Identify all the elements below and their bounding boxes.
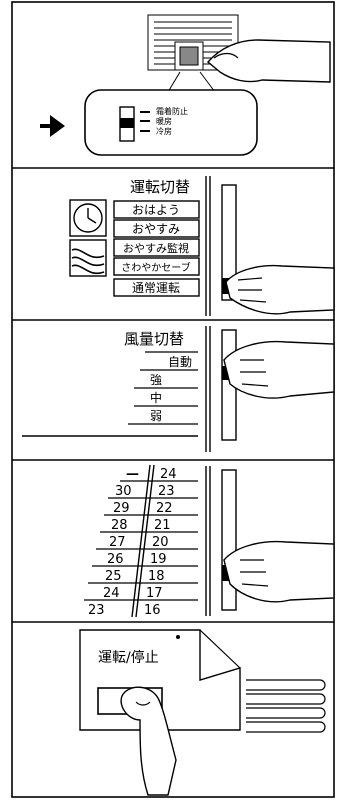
fan-item-auto: 自動: [168, 355, 192, 369]
temp-right-3: 21: [154, 518, 171, 533]
panel-frame: [11, 1, 335, 798]
mode-button-sawayaka: [113, 257, 200, 276]
fan-item-weak: 弱: [150, 409, 162, 423]
temp-left-8: 23: [88, 603, 105, 618]
temp-right-2: 22: [156, 501, 173, 516]
panel3-title: 風量切替: [124, 330, 184, 348]
mode-button-tsujou: [113, 278, 200, 297]
temp-right-1: 23: [158, 484, 175, 499]
arrow-right-icon: [40, 115, 65, 137]
temp-right-7: 17: [146, 586, 163, 601]
mode-button-oyasumi-label: おやすみ: [132, 222, 180, 236]
mode-button-list: おはよう おやすみ おやすみ監視 さわやかセーブ 通常運転: [113, 200, 200, 297]
temp-right-0: 24: [160, 467, 177, 482]
temp-left-4: 27: [109, 535, 126, 550]
temp-right-6: 18: [148, 569, 165, 584]
slider-track: [221, 469, 237, 611]
mode-button-tsujou-label: 通常運転: [132, 281, 180, 295]
fan-item-medium: 中: [150, 390, 162, 405]
hand-illustration: [223, 340, 335, 399]
hand-illustration: [225, 264, 335, 315]
temp-left-3: 28: [111, 518, 128, 533]
temp-left-5: 26: [107, 552, 124, 567]
panel-1-unit-switch: 霜着防止 暖房 冷房: [40, 14, 331, 156]
label-frost: 霜着防止: [156, 106, 188, 116]
panel-2-mode-select: 運転切替 おはよう おやすみ おやすみ監視 さわやかセーブ 通常運転: [69, 176, 335, 316]
temp-left-1: 30: [115, 484, 132, 499]
hand-illustration: [223, 540, 335, 603]
temp-left-7: 24: [103, 586, 120, 601]
temp-right-8: 16: [144, 603, 161, 618]
temp-left-0: —: [126, 467, 139, 482]
mode-button-sawayaka-label: さわやかセーブ: [121, 261, 190, 274]
temp-left-2: 29: [113, 501, 130, 516]
temp-right-5: 19: [150, 552, 167, 567]
finger-illustration: [120, 686, 177, 796]
hand-illustration: [207, 39, 331, 83]
slider-track: [221, 184, 237, 301]
mode-button-oyasumi-kanshi-label: おやすみ監視: [123, 241, 189, 255]
power-button-label: 運転/停止: [98, 649, 159, 666]
panel-3-fan-speed: 風量切替 自動 強 中 弱: [22, 326, 335, 452]
mode-button-oyasumi-kanshi: [113, 238, 200, 257]
temp-right-4: 20: [152, 535, 169, 550]
temp-left-column: — 30 29 28 27 26 25 24 23: [88, 467, 139, 618]
panel-5-power: 運転/停止: [79, 629, 326, 796]
temp-right-column: 24 23 22 21 20 19 18 17 16: [144, 467, 177, 618]
panel-4-temperature: — 30 29 28 27 26 25 24 23 24 23 22 21 20…: [84, 464, 335, 618]
mode-button-oyasumi: [113, 219, 200, 238]
temp-left-6: 25: [105, 569, 122, 584]
panel2-title: 運転切替: [130, 178, 190, 196]
mode-button-ohayou: [113, 200, 200, 219]
mode-button-ohayou-label: おはよう: [132, 203, 180, 217]
remote-vents: [246, 679, 326, 733]
fan-item-strong: 強: [150, 373, 162, 387]
label-cool: 冷房: [156, 126, 172, 136]
label-heat: 暖房: [156, 116, 172, 126]
